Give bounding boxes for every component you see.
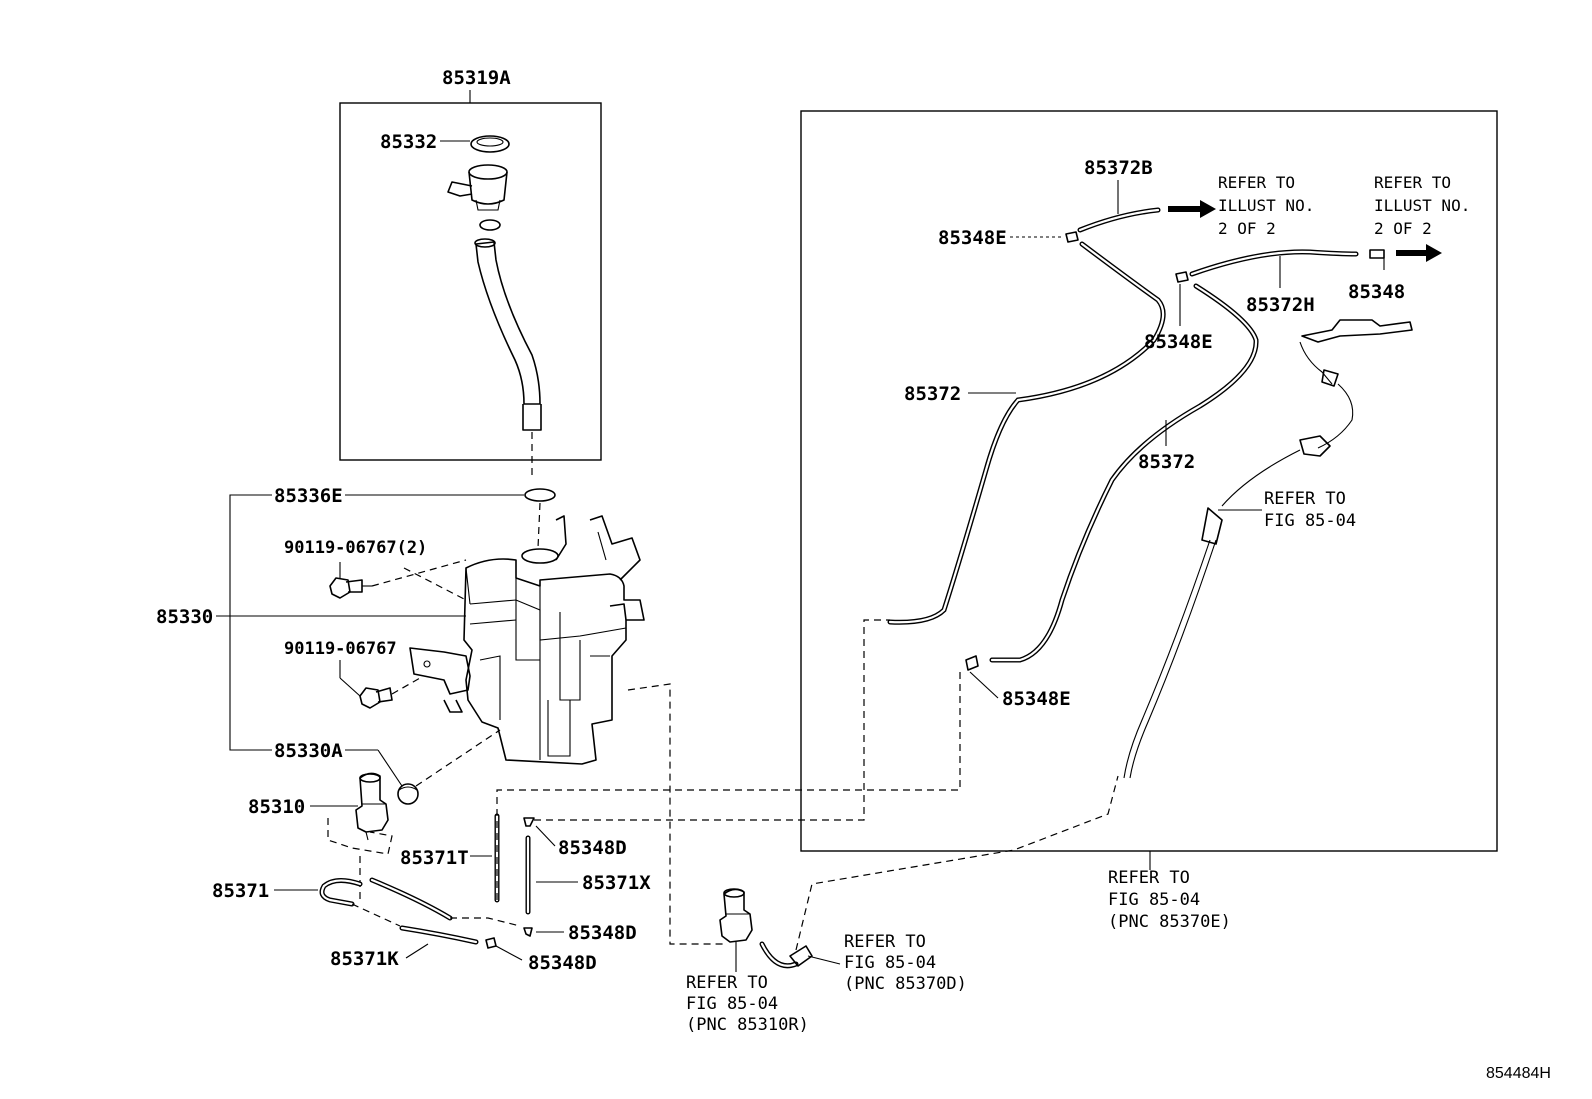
hose-85372H xyxy=(1189,249,1359,277)
ref-fig-85-04-pnc-85370E: REFER TO FIG 85-04 (PNC 85370E) xyxy=(1108,868,1231,932)
label-85372B: 85372B xyxy=(1084,157,1153,179)
label-85372-b: 85372 xyxy=(1138,451,1195,473)
inlet-hose xyxy=(474,238,542,431)
joint-85348E-mid xyxy=(1175,271,1189,283)
ref-f-line3: (PNC 85370D) xyxy=(844,974,967,994)
label-85348D-b: 85348D xyxy=(568,922,637,944)
ref-illust-2of2-b: REFER TO ILLUST NO. 2 OF 2 xyxy=(1374,173,1470,238)
label-85348D-a: 85348D xyxy=(558,837,627,859)
ref-b-line2: ILLUST NO. xyxy=(1374,196,1470,215)
rear-washer-pump xyxy=(719,888,813,969)
label-85371T: 85371T xyxy=(400,847,469,869)
label-85310: 85310 xyxy=(248,796,305,818)
hose-85371 xyxy=(319,877,453,921)
label-85319A: 85319A xyxy=(442,67,511,89)
ref-f-line1: REFER TO xyxy=(844,932,926,952)
label-85332: 85332 xyxy=(380,131,437,153)
hose-assembly-frame xyxy=(800,110,1498,852)
dashed-link-tank-to-box-b xyxy=(534,619,890,821)
label-85348E-b: 85348E xyxy=(1144,331,1213,353)
label-85348E-c: 85348E xyxy=(1002,688,1071,710)
label-85371: 85371 xyxy=(212,880,269,902)
leader-lines xyxy=(216,140,1385,972)
inlet-assembly-frame xyxy=(339,102,602,461)
label-85330A: 85330A xyxy=(274,740,343,762)
hose-85372B xyxy=(1077,207,1161,233)
ref-fig-85-04-pnc-85370D: REFER TO FIG 85-04 (PNC 85370D) xyxy=(844,932,967,994)
ref-illust-2of2-a: REFER TO ILLUST NO. 2 OF 2 xyxy=(1218,173,1314,238)
label-85348: 85348 xyxy=(1348,281,1405,303)
ref-d-line2: FIG 85-04 xyxy=(1108,890,1200,910)
ref-a-line2: ILLUST NO. xyxy=(1218,196,1314,215)
washer-pump-85310 xyxy=(355,772,389,841)
dashed-link-pump-c xyxy=(795,775,1119,951)
ref-e-line2: FIG 85-04 xyxy=(686,994,778,1014)
label-85330: 85330 xyxy=(156,606,213,628)
ref-e-line1: REFER TO xyxy=(686,973,768,993)
lower-hose-dashed-guide xyxy=(351,903,521,927)
hose-85371K xyxy=(399,925,479,945)
filler-neck-top xyxy=(447,164,508,211)
washer-tank-85330 xyxy=(409,515,645,765)
bolt-dashed-guide-a xyxy=(371,559,467,587)
ref-b-line3: 2 OF 2 xyxy=(1374,219,1432,238)
ref-c-line2: FIG 85-04 xyxy=(1264,511,1356,531)
joint-85348D-b xyxy=(523,927,533,937)
label-85371X: 85371X xyxy=(582,872,651,894)
label-90119-06767: 90119-06767 xyxy=(284,639,397,659)
ref-c-line1: REFER TO xyxy=(1264,489,1346,509)
bolt-90119-06767 xyxy=(359,687,393,709)
arrow-to-illust-2of2-a xyxy=(1168,200,1216,218)
bolt-dashed-guide-c xyxy=(391,677,421,695)
joint-85348E-top xyxy=(1065,231,1079,243)
label-85372H: 85372H xyxy=(1246,294,1315,316)
hose-85372-right xyxy=(989,283,1259,663)
ref-d-line3: (PNC 85370E) xyxy=(1108,912,1231,932)
bolt-90119-06767-2 xyxy=(329,577,372,599)
label-85336E: 85336E xyxy=(274,485,343,507)
drawing-number: 854484H xyxy=(1486,1065,1551,1082)
hose-85372-left xyxy=(887,241,1166,625)
dashed-link-pump-b xyxy=(627,683,724,945)
label-85348E-a: 85348E xyxy=(938,227,1007,249)
ref-f-line2: FIG 85-04 xyxy=(844,953,936,973)
joint-85348D-a xyxy=(523,817,535,827)
grommet-85330A xyxy=(397,783,419,805)
ref-a-line1: REFER TO xyxy=(1218,173,1295,192)
label-85348D-c: 85348D xyxy=(528,952,597,974)
long-hose-85370E xyxy=(1123,319,1413,779)
grommet-85330A-dashed-guide xyxy=(415,729,501,787)
ref-fig-85-04-right: REFER TO FIG 85-04 xyxy=(1264,489,1356,531)
arrow-to-illust-2of2-b xyxy=(1396,244,1442,262)
ref-d-line1: REFER TO xyxy=(1108,868,1190,888)
bolt-dashed-guide-b xyxy=(403,567,467,601)
ref-b-line1: REFER TO xyxy=(1374,173,1451,192)
joint-85348 xyxy=(1369,249,1385,259)
grommet-85336E xyxy=(524,488,556,502)
grommet-dashed-guide xyxy=(537,502,541,549)
ref-e-line3: (PNC 85310R) xyxy=(686,1015,809,1035)
label-85371K: 85371K xyxy=(330,948,399,970)
ref-fig-85-04-pnc-85310R: REFER TO FIG 85-04 (PNC 85310R) xyxy=(686,973,809,1035)
joint-85348E-low xyxy=(965,655,979,671)
label-85372-a: 85372 xyxy=(904,383,961,405)
label-90119-06767-2: 90119-06767(2) xyxy=(284,538,427,558)
inlet-cap-85332 xyxy=(470,135,510,153)
dashed-link-tank-to-box-a xyxy=(496,668,961,900)
joint-85348D-c xyxy=(485,937,497,949)
inlet-o-ring xyxy=(479,219,501,231)
pump-dashed-bracket xyxy=(327,818,393,855)
ref-a-line3: 2 OF 2 xyxy=(1218,219,1276,238)
